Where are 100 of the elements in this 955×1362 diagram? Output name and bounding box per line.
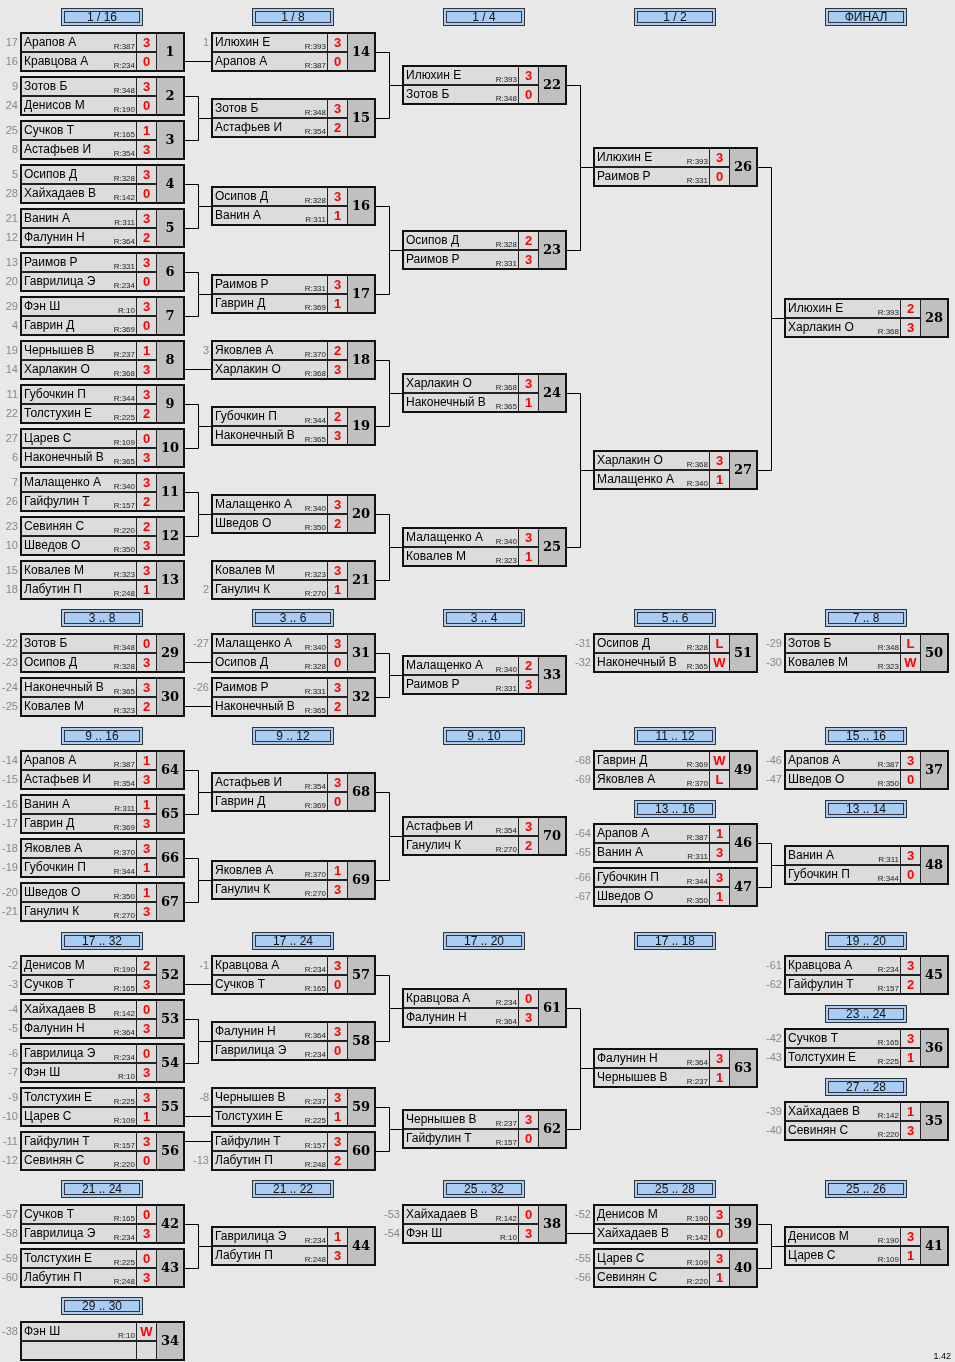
player-rating: R:311 [114, 218, 135, 227]
seed-number: -39 [765, 1104, 782, 1119]
player-rating: R:368 [495, 383, 517, 392]
match-number: 57 [348, 957, 374, 993]
set-score: 1 [710, 825, 729, 842]
player-rating: R:157 [304, 1141, 326, 1150]
set-score: 0 [137, 317, 156, 334]
round-header: 19 .. 20 [825, 932, 907, 950]
set-score: 0 [137, 1206, 156, 1223]
match-box [784, 1101, 949, 1141]
seed-number: -53 [383, 1207, 400, 1222]
match-number: 66 [157, 840, 183, 876]
player-rating: R:225 [113, 413, 135, 422]
seed-number: -58 [1, 1226, 18, 1241]
player-name: Фэн Ш [24, 1324, 61, 1339]
set-score: 2 [328, 515, 347, 532]
seed-number: 4 [10, 318, 18, 333]
match-box [20, 76, 185, 116]
set-score: 1 [328, 581, 347, 598]
seed-number: -20 [1, 885, 18, 900]
player-name: Гаврин Д [215, 296, 266, 311]
match-box [20, 516, 185, 556]
bracket-connector [184, 294, 212, 317]
player-name: Ванин А [24, 797, 70, 812]
player-name: Губочкин П [788, 867, 850, 882]
round-header: 17 .. 20 [443, 932, 525, 950]
player-name: Лабутин П [215, 1153, 273, 1168]
player-rating: R:350 [304, 523, 326, 532]
player-rating: R:340 [304, 504, 326, 513]
round-header: 25 .. 32 [443, 1180, 525, 1198]
set-score: 2 [137, 957, 156, 974]
set-score: 3 [710, 1206, 729, 1223]
player-name: Астафьев И [215, 775, 283, 790]
set-score: 2 [328, 119, 347, 136]
match-box [402, 816, 567, 856]
match-box [20, 120, 185, 160]
match-box [20, 633, 185, 673]
player-name: Чернышев В [597, 1070, 668, 1085]
player-name: Зотов Б [24, 79, 68, 94]
player-rating: R:348 [113, 643, 135, 652]
set-score: 1 [328, 1108, 347, 1125]
seed-number: 24 [4, 98, 18, 113]
seed-number: -21 [1, 904, 18, 919]
bracket-connector [184, 792, 212, 815]
match-number: 14 [348, 34, 374, 70]
player-name: Лабутин П [24, 1270, 82, 1285]
player-rating: R:328 [113, 174, 135, 183]
player-name: Фалунин Н [215, 1024, 276, 1039]
set-score: 2 [328, 698, 347, 715]
round-header: 17 .. 18 [634, 932, 716, 950]
set-score: 3 [137, 771, 156, 788]
player-rating: R:234 [113, 281, 135, 290]
player-rating: R:370 [686, 779, 708, 788]
seed-number: -59 [1, 1251, 18, 1266]
player-rating: R:270 [304, 889, 326, 898]
player-name: Осипов Д [24, 655, 78, 670]
player-name: Осипов Д [215, 189, 269, 204]
player-rating: R:157 [113, 1141, 135, 1150]
set-score: 0 [328, 654, 347, 671]
set-score: 3 [137, 562, 156, 579]
match-box [784, 298, 949, 338]
player-rating: R:165 [877, 1038, 899, 1047]
set-score: W [901, 654, 920, 671]
player-name: Губочкин П [215, 409, 277, 424]
bracket-connector [184, 1041, 212, 1064]
match-box [20, 882, 185, 922]
player-rating: R:340 [304, 643, 326, 652]
player-name: Толстухин Е [788, 1050, 857, 1065]
match-number: 61 [539, 990, 565, 1026]
match-box [211, 955, 376, 995]
player-rating: R:311 [687, 852, 708, 861]
set-score: 0 [328, 53, 347, 70]
player-name: Арапов А [215, 54, 268, 69]
match-box [211, 1087, 376, 1127]
player-rating: R:10 [118, 306, 135, 315]
player-rating: R:365 [113, 457, 135, 466]
match-box [593, 450, 758, 490]
match-box [784, 1226, 949, 1266]
round-header: 15 .. 16 [825, 727, 907, 745]
player-rating: R:344 [877, 874, 899, 883]
player-name: Фалунин Н [597, 1051, 658, 1066]
set-score: 1 [519, 394, 538, 411]
round-header: 29 .. 30 [61, 1297, 143, 1315]
seed-number: -9 [7, 1090, 18, 1105]
player-name: Гаврилица Э [24, 1226, 96, 1241]
player-name: Губочкин П [24, 860, 86, 875]
seed-number: -12 [1, 1153, 18, 1168]
set-score: 1 [519, 548, 538, 565]
bracket-connector [184, 1141, 212, 1142]
seed-number: -68 [574, 753, 591, 768]
seed-number: -67 [574, 889, 591, 904]
bracket-connector [184, 984, 212, 985]
set-score: 3 [519, 251, 538, 268]
player-rating: R:142 [495, 1214, 517, 1223]
seed-number: -57 [1, 1207, 18, 1222]
set-score: 0 [328, 976, 347, 993]
match-box [20, 340, 185, 380]
set-score: 1 [137, 796, 156, 813]
round-header: 27 .. 28 [825, 1078, 907, 1096]
round-header: 1 / 2 [634, 8, 716, 26]
